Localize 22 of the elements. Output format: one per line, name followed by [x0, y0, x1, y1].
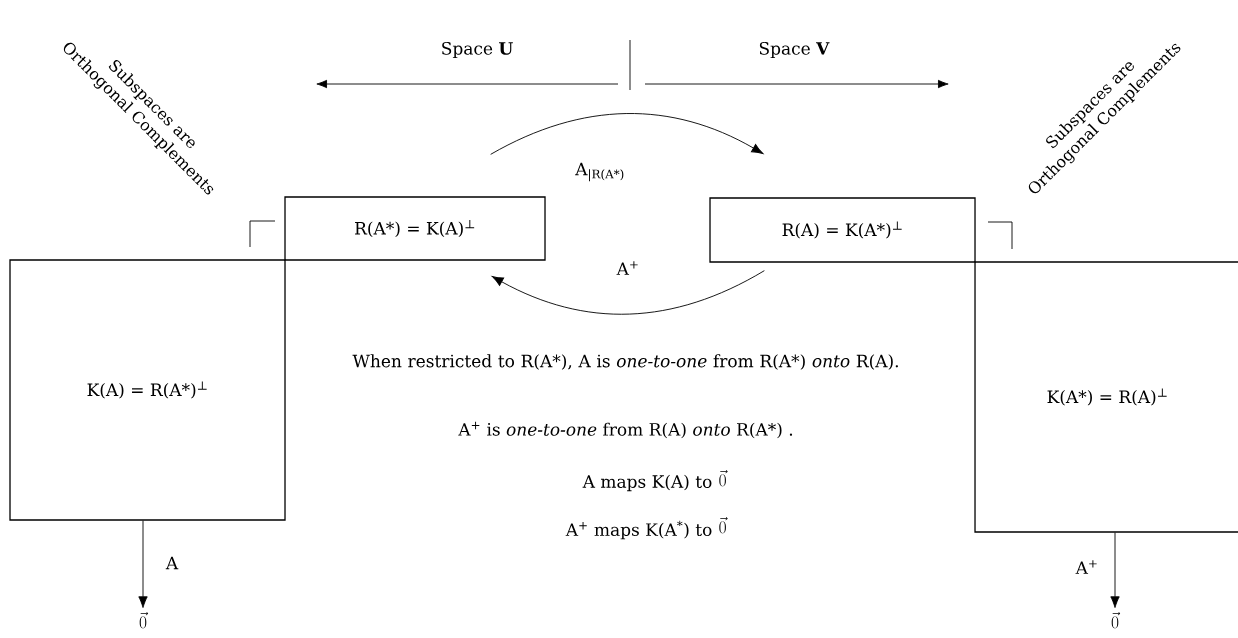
edge-label: A$^{+}$	[1075, 560, 1097, 574]
arrow	[491, 270, 765, 315]
edge-label: A	[165, 556, 179, 570]
space-label: Space U	[442, 41, 513, 59]
subspace-box: R(A*) = K(A)$^{⊥}$	[284, 196, 546, 261]
zero-vector: $\vec{0}$	[719, 470, 728, 487]
arrow	[490, 113, 764, 155]
edge-label: A$_{|R(A*)}$	[575, 162, 624, 182]
space-label: Space V	[759, 41, 830, 59]
arrow	[138, 520, 148, 608]
subspace-box: K(A*) = R(A)$^{⊥}$	[974, 261, 1238, 533]
statement-text: A$^{+}$ is one-to-one from R(A) onto R(A*) .	[458, 421, 793, 439]
statement-text: A$^{+}$ maps K(A$^{*}$) to	[565, 520, 712, 540]
subspace-box: K(A) = R(A*)$^{⊥}$	[9, 259, 286, 521]
zero-vector: $\vec{0}$	[1111, 612, 1121, 629]
arrow	[1110, 532, 1120, 608]
statement-text: A maps K(A) to	[582, 474, 712, 492]
statement-text: When restricted to R(A*), A is one-to-one from R(A*) onto R(A).	[352, 354, 898, 370]
edge-label: A$^{+}$	[616, 261, 638, 275]
subspace-box: R(A) = K(A*)$^{⊥}$	[709, 197, 976, 263]
zero-vector: $\vec{0}$	[139, 612, 149, 629]
zero-vector: $\vec{0}$	[719, 517, 728, 534]
